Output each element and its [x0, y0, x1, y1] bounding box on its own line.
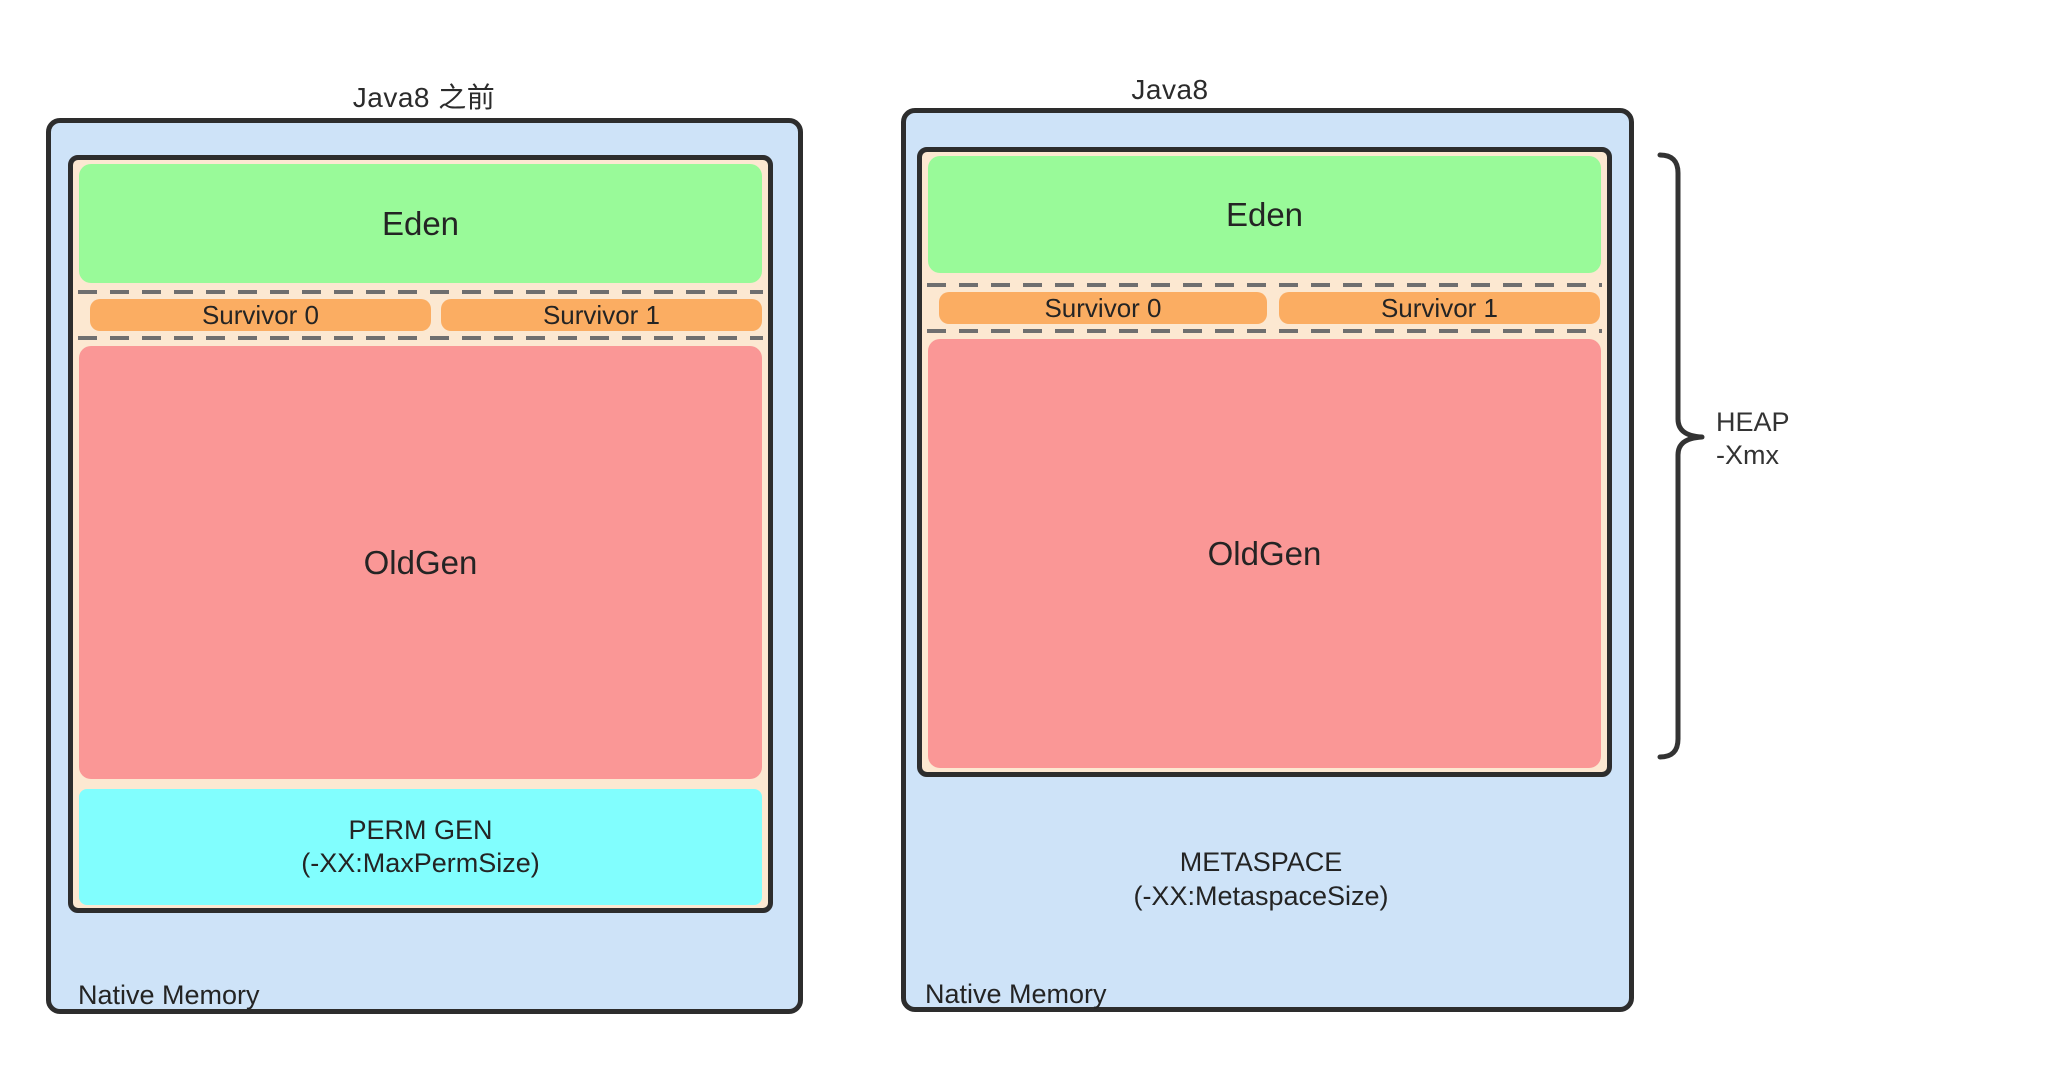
eden-region-right: Eden [928, 156, 1601, 273]
dashed-divider-left-2 [78, 336, 763, 340]
survivor1-region-right: Survivor 1 [1279, 292, 1600, 324]
permgen-region: PERM GEN (-XX:MaxPermSize) [79, 789, 762, 905]
eden-region-left: Eden [79, 164, 762, 283]
metaspace-label: METASPACE [1179, 847, 1343, 877]
native-memory-label-right: Native Memory [925, 979, 1107, 1009]
dashed-divider-right-1 [927, 283, 1602, 287]
permgen-flag: (-XX:MaxPermSize) [301, 848, 540, 878]
metaspace-flag: (-XX:MetaspaceSize) [1133, 881, 1389, 911]
heap-annotation-line2: -Xmx [1716, 440, 1779, 470]
survivor1-region-left: Survivor 1 [441, 299, 762, 331]
permgen-label: PERM GEN [348, 815, 493, 845]
oldgen-region-right: OldGen [928, 339, 1601, 768]
java8-title: Java8 [1131, 74, 1209, 105]
heap-brace [1657, 152, 1705, 760]
metaspace-label-block: METASPACE (-XX:MetaspaceSize) [1011, 845, 1511, 913]
heap-xmx-annotation: HEAP -Xmx [1716, 406, 1790, 472]
survivor0-region-right: Survivor 0 [939, 292, 1267, 324]
dashed-divider-right-2 [927, 329, 1602, 333]
heap-annotation-line1: HEAP [1716, 407, 1790, 437]
dashed-divider-left-1 [78, 290, 763, 294]
pre-java8-title: Java8 之前 [352, 82, 496, 113]
survivor0-region-left: Survivor 0 [90, 299, 431, 331]
oldgen-region-left: OldGen [79, 346, 762, 779]
native-memory-label-left: Native Memory [78, 980, 260, 1010]
